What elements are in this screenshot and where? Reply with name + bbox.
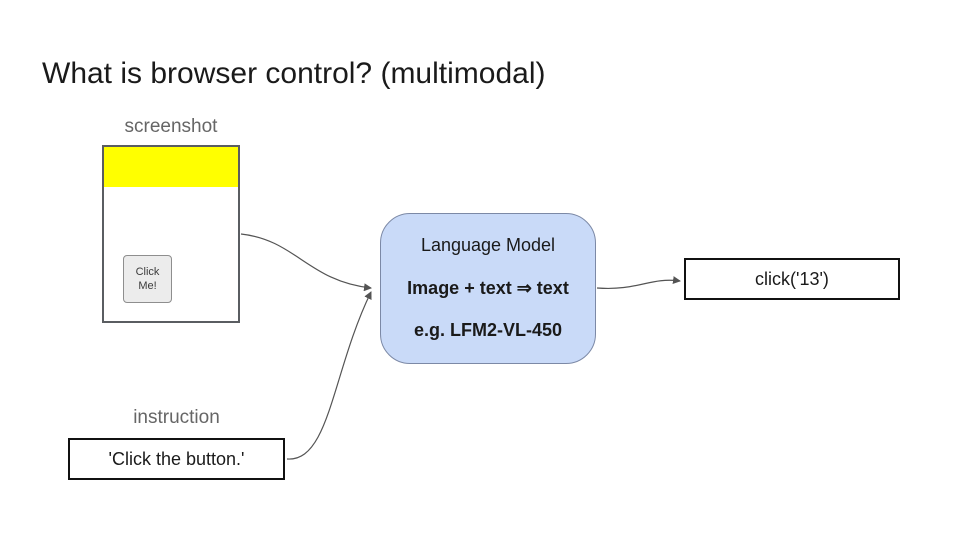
arrow-instruction-to-model [286, 291, 372, 460]
instruction-label: instruction [133, 407, 220, 428]
output-text: click('13') [755, 268, 829, 289]
arrow-screenshot-to-model [240, 233, 372, 292]
output-box: click('13') [684, 258, 900, 300]
click-me-button[interactable]: Click Me! [123, 255, 172, 303]
screenshot-label: screenshot [124, 116, 218, 137]
language-model-box: Language Model Image + text ⇒ text e.g. … [380, 213, 596, 364]
slide-title: What is browser control? (multimodal) [42, 57, 546, 90]
screenshot-highlight-bar [104, 147, 238, 187]
arrow-model-to-output [596, 276, 681, 290]
screenshot-mockup: Click Me! [102, 145, 240, 323]
instruction-box: 'Click the button.' [68, 438, 285, 480]
model-io-line: Image + text ⇒ text [407, 277, 569, 298]
model-example-line: e.g. LFM2-VL-450 [413, 320, 563, 341]
model-title: Language Model [420, 235, 556, 256]
instruction-text: 'Click the button.' [108, 448, 245, 469]
